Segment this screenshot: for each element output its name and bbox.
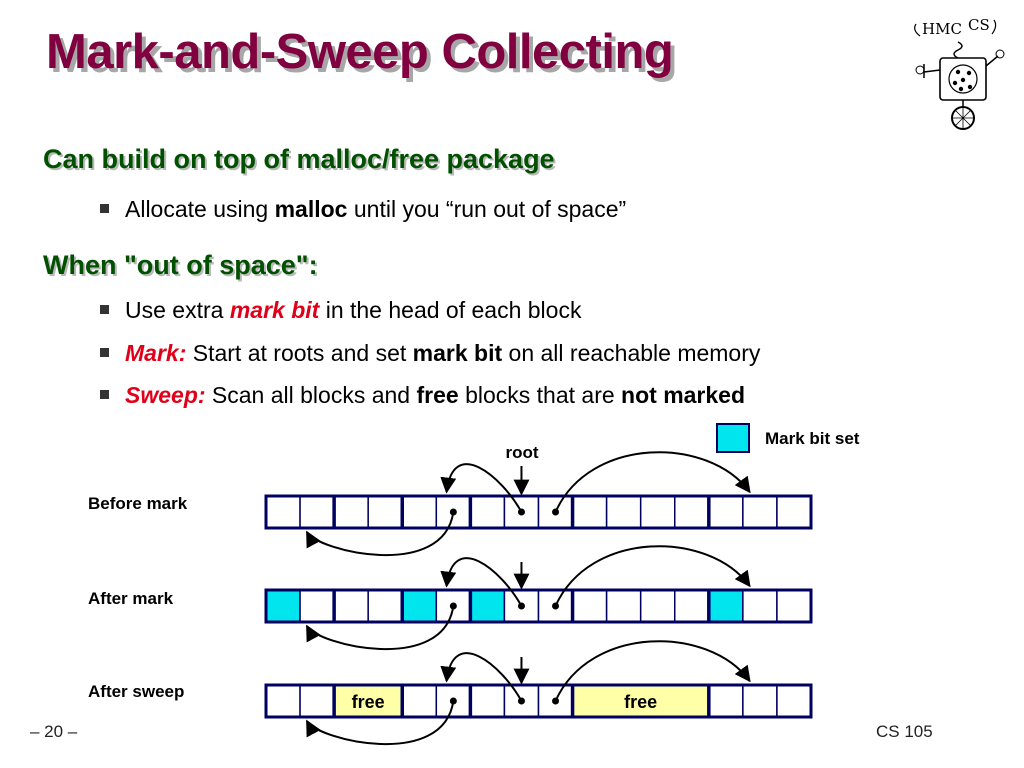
bullet-red: Sweep: xyxy=(125,382,206,408)
page-number: – 20 – xyxy=(30,722,78,741)
bullet-square-icon xyxy=(100,305,109,314)
heap-cell xyxy=(708,495,744,529)
heap-cell xyxy=(605,495,642,529)
heap-row: Before mark xyxy=(88,451,813,557)
heap-cell xyxy=(639,589,676,623)
row-outline xyxy=(264,588,813,624)
pointer-arrow xyxy=(440,652,523,702)
heap-cell xyxy=(401,684,438,718)
heap-cell xyxy=(571,589,608,623)
bullet-text: Start at roots and set xyxy=(186,340,413,366)
heap-cell xyxy=(742,684,778,718)
heap-cell xyxy=(333,589,369,623)
heap-cell xyxy=(742,589,778,623)
bullet-text: in the head of each block xyxy=(319,297,582,323)
heap-cell xyxy=(333,495,369,529)
heap-cell xyxy=(299,495,335,529)
heap-cell xyxy=(708,589,744,623)
heap-cell xyxy=(674,495,710,529)
bullet-text: on all reachable memory xyxy=(502,340,761,366)
bullet-red: Mark: xyxy=(125,340,187,366)
bullet-text: Allocate using xyxy=(125,196,275,222)
bullet-sweep: Sweep: Scan all blocks and free blocks t… xyxy=(100,382,745,409)
slide-title: Mark-and-Sweep Collecting xyxy=(46,25,674,79)
logo-text-cs: CS xyxy=(968,16,990,34)
heap-cell xyxy=(469,589,506,623)
free-block-label: free xyxy=(352,692,385,712)
pointer-arrow xyxy=(554,640,751,702)
heap-cell xyxy=(299,684,335,718)
heap-cell xyxy=(776,684,812,718)
heap-cell xyxy=(674,589,710,623)
row-outline xyxy=(264,494,813,530)
heap-cell xyxy=(265,684,301,718)
root-label: root xyxy=(505,443,538,462)
bullet-bold: not marked xyxy=(621,382,746,408)
hmc-cs-robot-logo-icon: HMC CS xyxy=(914,16,1005,130)
bullet-square-icon xyxy=(100,348,109,357)
row-outline xyxy=(264,683,813,719)
bullet-square-icon xyxy=(100,390,109,399)
bullet-allocate: Allocate using malloc until you “run out… xyxy=(100,196,626,223)
row-label: After mark xyxy=(88,589,174,608)
heap-cell xyxy=(571,495,608,529)
bullet-text: Use extra xyxy=(125,297,230,323)
heap-cell xyxy=(265,589,301,623)
heap-cell xyxy=(742,495,778,529)
heap-cell xyxy=(776,589,812,623)
heap-cell xyxy=(469,495,506,529)
pointer-arrow xyxy=(305,511,455,557)
bullet-text: Scan all blocks and xyxy=(205,382,417,408)
heap-row: After sweep free free xyxy=(88,640,813,746)
pointer-arrow xyxy=(440,557,523,607)
bullet-red: mark bit xyxy=(229,297,320,323)
bullet-text: blocks that are xyxy=(458,382,622,408)
pointer-arrow xyxy=(305,700,455,746)
bullet-bold: free xyxy=(416,382,459,408)
legend-swatch xyxy=(716,423,750,453)
bullet-text: until you “run out of space” xyxy=(347,196,627,222)
heap-cell xyxy=(605,589,642,623)
bullet-bold: malloc xyxy=(274,196,348,222)
bullet-bold: mark bit xyxy=(412,340,503,366)
heap-cell xyxy=(367,495,403,529)
row-label: After sweep xyxy=(88,682,184,701)
heap-cell xyxy=(401,495,438,529)
logo-text-hmc: HMC xyxy=(922,20,962,38)
heading-malloc: Can build on top of malloc/free package xyxy=(43,144,555,174)
bullet-square-icon xyxy=(100,204,109,213)
pointer-arrow xyxy=(554,545,751,607)
heap-cell xyxy=(503,589,540,623)
bullet-mark-bit: Use extra mark bit in the head of each b… xyxy=(100,297,581,324)
pointer-arrow xyxy=(554,451,751,513)
heap-cell xyxy=(367,589,403,623)
heap-cell xyxy=(776,495,812,529)
legend-label: Mark bit set xyxy=(765,429,860,448)
free-block-label: free xyxy=(624,692,657,712)
course-label: CS 105 xyxy=(876,722,933,741)
bullet-mark: Mark: Start at roots and set mark bit on… xyxy=(100,340,760,367)
heap-cell xyxy=(299,589,335,623)
row-label: Before mark xyxy=(88,494,188,513)
heap-cell xyxy=(401,589,438,623)
heap-cell xyxy=(265,495,301,529)
heap-row: After mark xyxy=(88,545,813,651)
heap-cell xyxy=(639,495,676,529)
pointer-arrow xyxy=(440,463,523,513)
pointer-arrow xyxy=(305,605,455,651)
heap-cell xyxy=(469,684,506,718)
heading-out-of-space: When "out of space": xyxy=(43,250,318,280)
heap-cell xyxy=(708,684,744,718)
